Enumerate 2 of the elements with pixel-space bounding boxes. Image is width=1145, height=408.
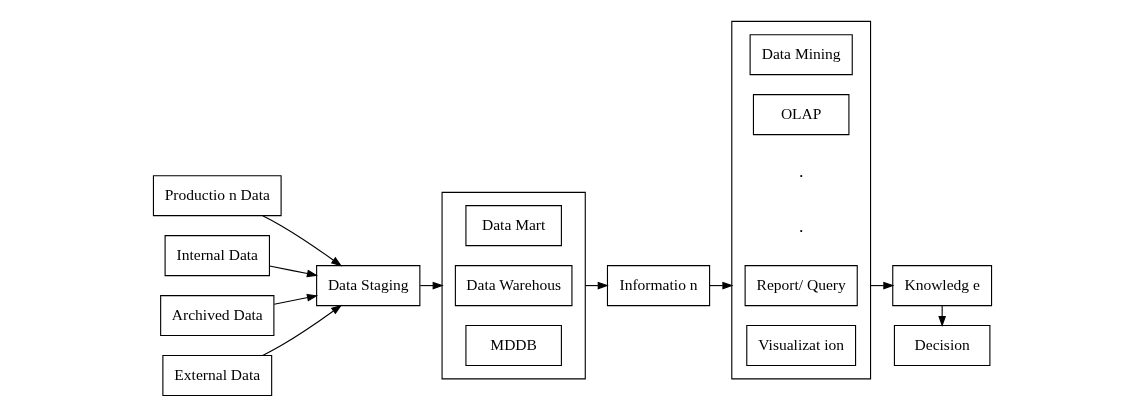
label: . [798, 160, 804, 181]
label: . [798, 216, 804, 237]
